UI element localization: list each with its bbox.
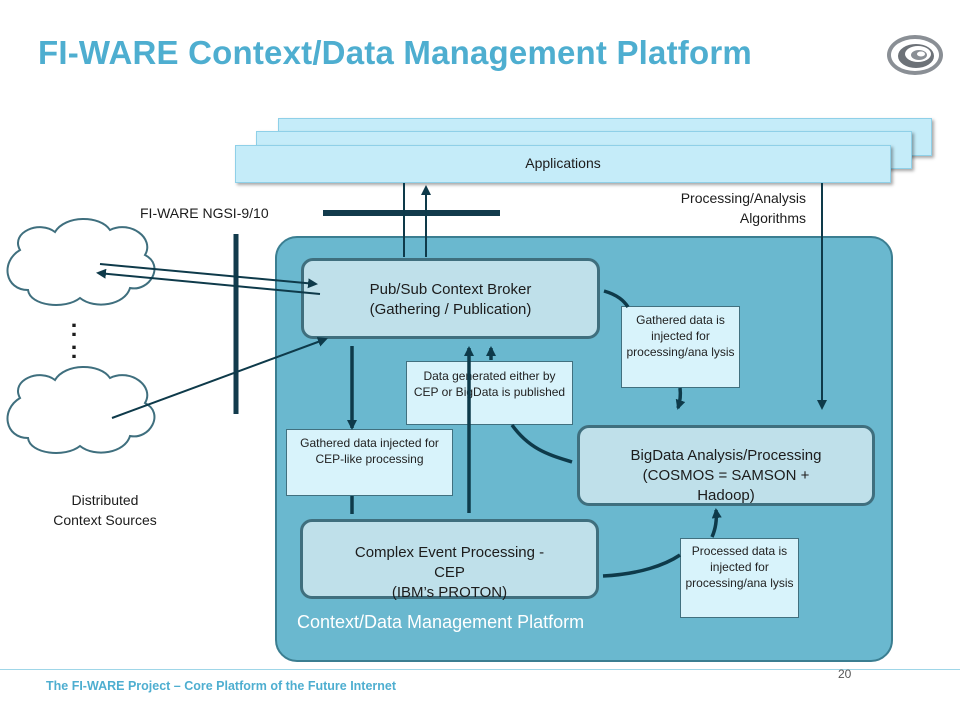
- ellipsis-dots: : :: [70, 315, 78, 364]
- note-processed-data: Processed data is injected for processin…: [680, 538, 799, 618]
- note-gathered-cep: Gathered data injected for CEP-like proc…: [286, 429, 453, 496]
- page-title: FI-WARE Context/Data Management Platform: [38, 34, 752, 71]
- distributed-context-sources-label: Distributed Context Sources: [53, 492, 157, 528]
- platform-label: Context/Data Management Platform: [297, 612, 585, 632]
- note-gathered-bigdata: Gathered data is injected for processing…: [621, 306, 740, 388]
- applications-label: Applications: [525, 155, 601, 171]
- page-number: 20: [838, 667, 852, 681]
- context-source-cloud-bottom: [6, 366, 156, 454]
- note-data-published: Data generated either by CEP or BigData …: [406, 361, 573, 425]
- processing-algorithms-label: Processing/Analysis Algorithms: [680, 190, 806, 226]
- complex-event-processing[interactable]: Complex Event Processing - CEP (IBM’s PR…: [300, 519, 599, 601]
- footer-divider: [0, 669, 960, 670]
- bigdata-analysis-processing[interactable]: BigData Analysis/Processing (COSMOS = SA…: [577, 425, 875, 506]
- footer-text: The FI-WARE Project – Core Platform of t…: [46, 679, 397, 693]
- ngsi-label: FI-WARE NGSI-9/10: [140, 205, 269, 221]
- context-source-cloud-top: [6, 218, 156, 306]
- applications-bar-front[interactable]: Applications: [235, 145, 891, 183]
- pubsub-context-broker[interactable]: Pub/Sub Context Broker (Gathering / Publ…: [301, 258, 600, 339]
